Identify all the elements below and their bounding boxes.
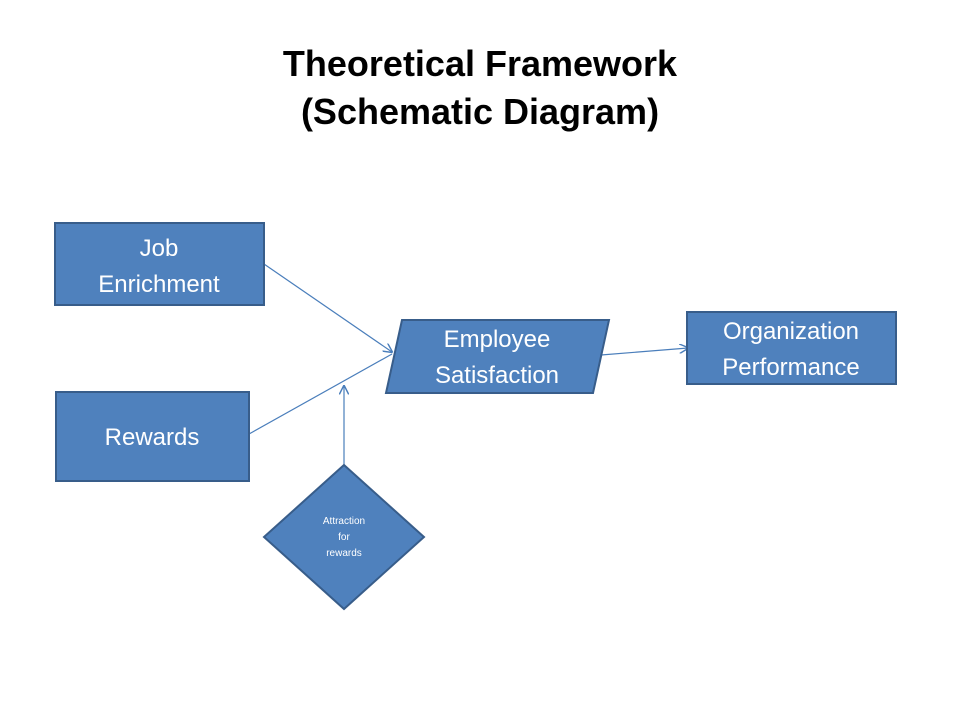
node-job-enrichment-label-line-2: Enrichment xyxy=(98,271,220,298)
node-attraction-label-line-3: rewards xyxy=(326,548,362,559)
node-organization-performance: Organization Performance xyxy=(686,311,897,385)
node-attraction-for-rewards: Attraction for rewards xyxy=(262,463,426,611)
edge-rewards-to-employee-satisfaction xyxy=(248,353,393,435)
title-line-2: (Schematic Diagram) xyxy=(300,91,660,132)
node-rewards: Rewards xyxy=(55,391,250,482)
page-title: Theoretical Framework (Schematic Diagram… xyxy=(0,40,960,136)
node-organization-performance-label-line-2: Performance xyxy=(722,354,859,381)
node-organization-performance-label-line-1: Organization xyxy=(723,318,859,345)
node-rewards-label: Rewards xyxy=(105,424,200,451)
node-job-enrichment: Job Enrichment xyxy=(54,222,265,306)
node-attraction-label-line-1: Attraction xyxy=(323,516,365,527)
node-job-enrichment-label-line-1: Job xyxy=(140,235,179,262)
title-line-1: Theoretical Framework xyxy=(282,43,678,84)
node-employee-satisfaction-label-line-1: Employee xyxy=(444,326,551,353)
edge-job-enrichment-to-employee-satisfaction xyxy=(263,263,392,352)
node-employee-satisfaction: Employee Satisfaction xyxy=(384,319,611,394)
node-attraction-label-line-2: for xyxy=(338,532,350,543)
node-employee-satisfaction-label-line-2: Satisfaction xyxy=(435,362,559,389)
edge-employee-satisfaction-to-organization-performance xyxy=(600,348,688,356)
